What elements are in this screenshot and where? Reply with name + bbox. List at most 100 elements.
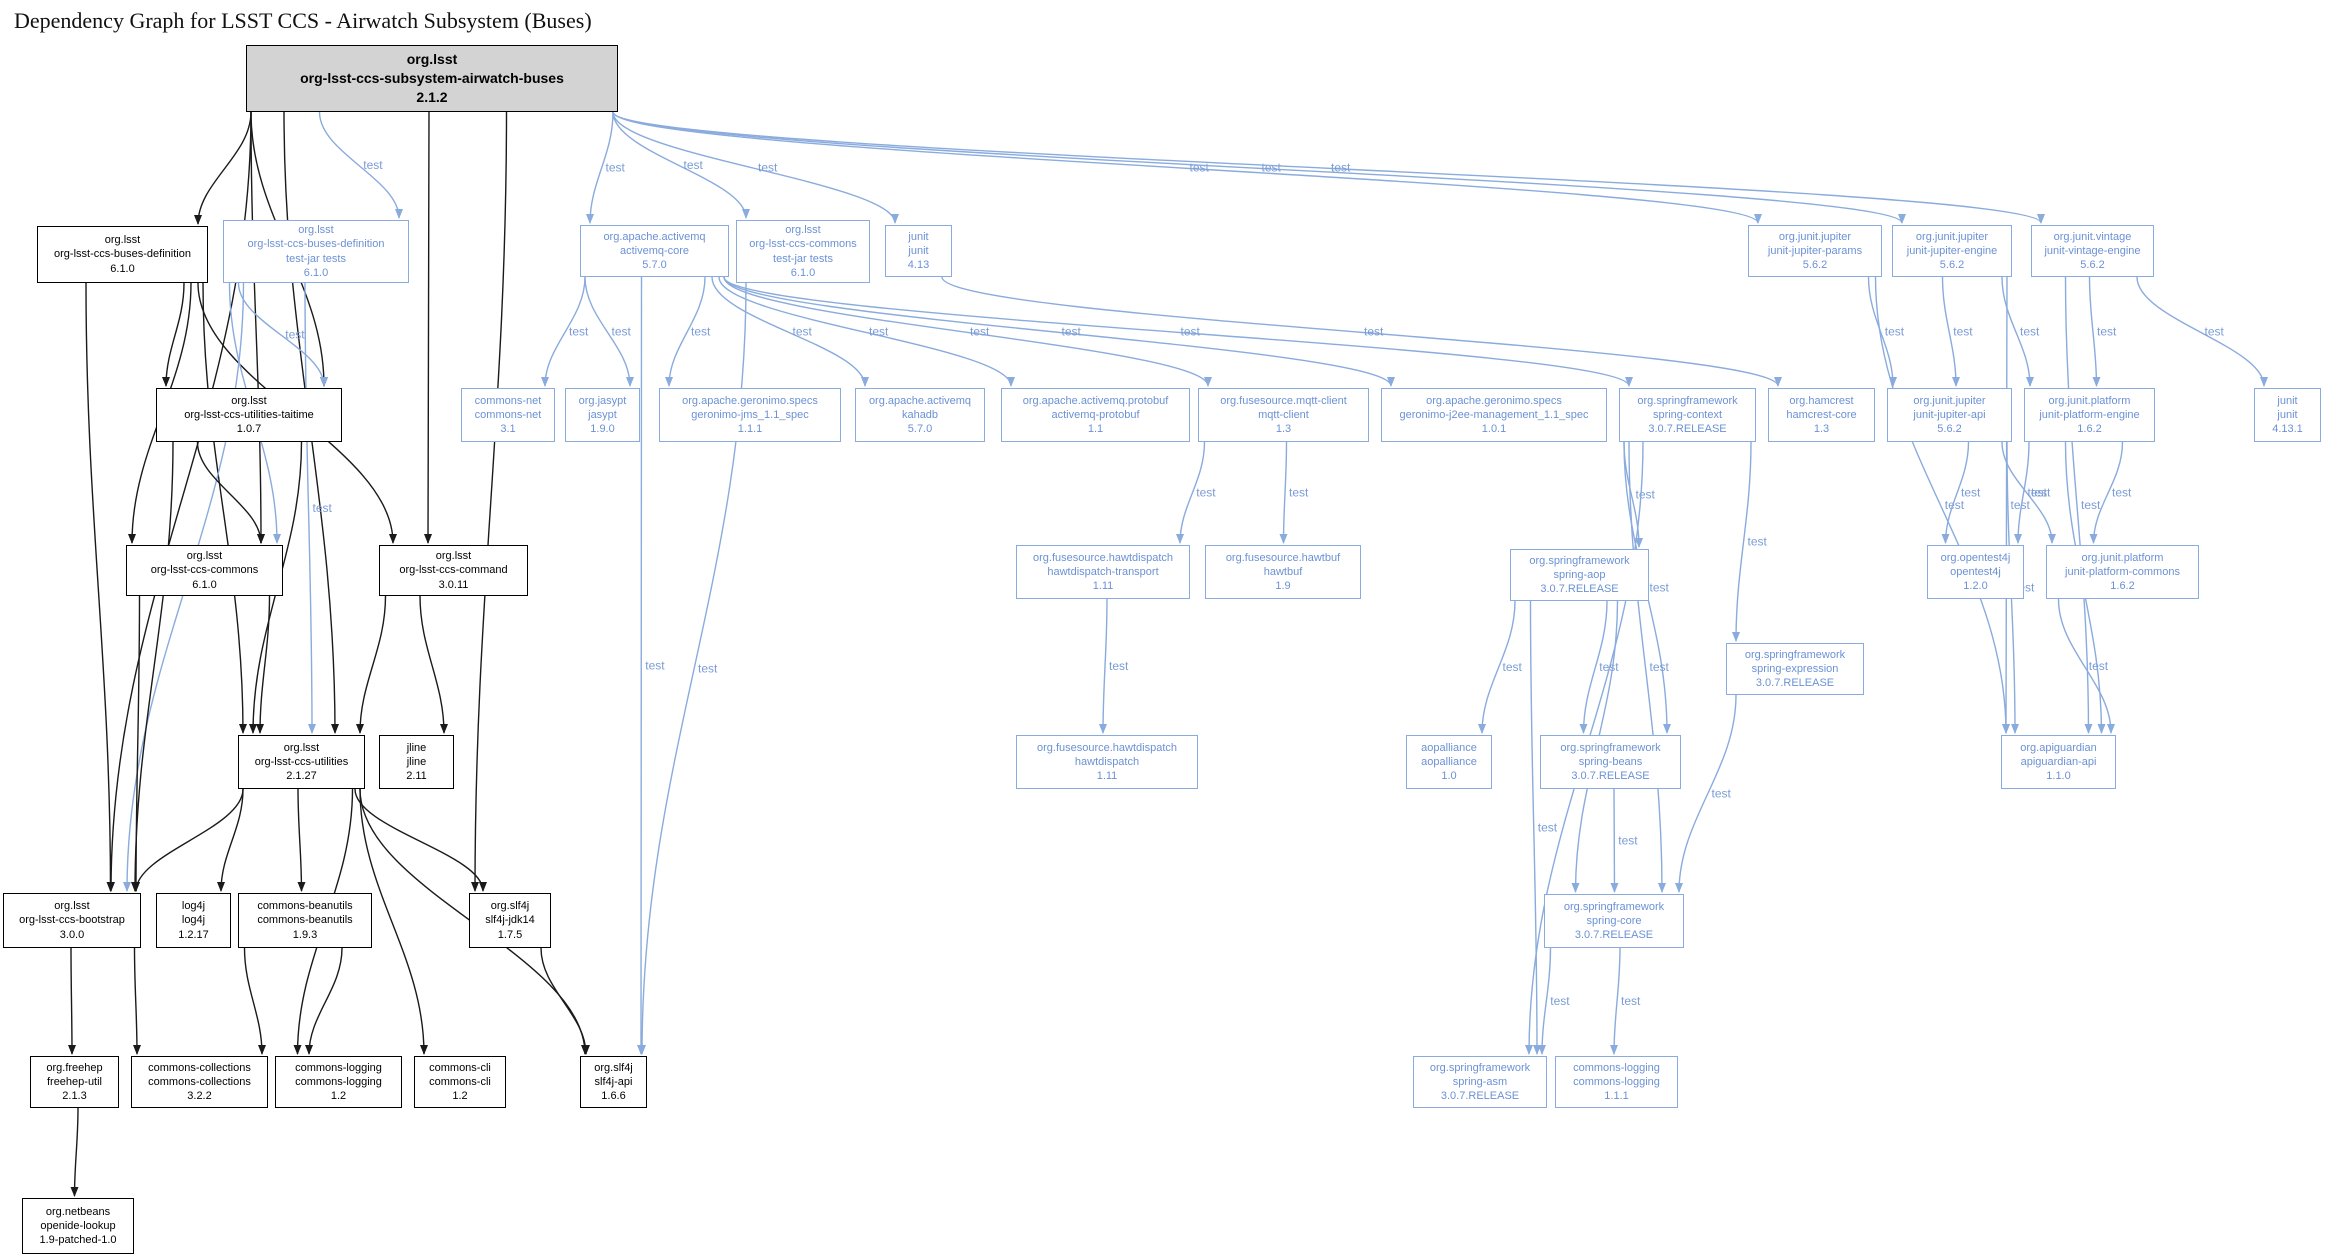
edge-label-test: test xyxy=(1109,659,1129,673)
edge-root-to-vintage_engine xyxy=(612,111,2045,224)
graph-title: Dependency Graph for LSST CCS - Airwatch… xyxy=(14,8,592,33)
edge-buses_definition_tests-to-utilities xyxy=(304,282,316,734)
edge-label-test: test xyxy=(1650,660,1670,674)
edge-beanutils-to-commons_logging_12 xyxy=(305,947,343,1055)
edge-activemq_core-to-slf4j_api xyxy=(637,276,646,1055)
edge-label-test: test xyxy=(1538,820,1558,834)
edge-label-test: test xyxy=(1712,786,1732,800)
edge-buses_definition_tests-to-taitime xyxy=(237,282,328,387)
edge-label-test: test xyxy=(2205,324,2225,338)
edge-label-test: test xyxy=(1550,994,1570,1008)
edge-utilities-to-slf4j_api xyxy=(359,788,589,1055)
edge-activemq_core-to-geronimo_j2ee xyxy=(723,276,1395,387)
edge-activemq_core-to-commons_net xyxy=(541,276,586,387)
edge-ccs_commons-to-utilities xyxy=(256,595,271,734)
edge-spring_context-to-spring_asm xyxy=(1525,441,1644,1055)
edge-activemq_core-to-spring_context xyxy=(723,276,1633,387)
edge-platform_engine-to-platform_commons xyxy=(2089,441,2124,544)
edge-root-to-bootstrap xyxy=(107,111,252,892)
edge-label-test: test xyxy=(2020,324,2040,338)
edge-utilities-to-beanutils xyxy=(297,788,306,892)
edge-label-test: test xyxy=(1503,660,1523,674)
edge-label-test: test xyxy=(1618,833,1638,847)
edge-jupiter_params-to-apiguardian xyxy=(1874,276,2010,734)
edge-root-to-junit_413 xyxy=(612,111,899,224)
edge-mqtt_client-to-hawtbuf xyxy=(1279,441,1288,544)
edge-label-test: test xyxy=(2031,485,2051,499)
edge-label-test: test xyxy=(645,658,665,672)
edge-activemq_core-to-activemq_protobuf xyxy=(718,276,1015,387)
edge-ccs_command-to-jline xyxy=(419,595,448,734)
edge-label-test: test xyxy=(1289,485,1309,499)
edge-activemq_core-to-geronimo_jms xyxy=(665,276,706,387)
edge-label-test: test xyxy=(1364,324,1384,338)
edge-buses_definition-to-bootstrap xyxy=(85,282,115,892)
edge-spring_beans-to-spring_core xyxy=(1610,788,1619,893)
edge-label-test: test xyxy=(1961,485,1981,499)
edge-label-test: test xyxy=(2011,498,2031,512)
edge-label-test: test xyxy=(1599,660,1619,674)
edge-utilities-to-commons_cli xyxy=(359,788,428,1055)
edge-mqtt_client-to-hawt_transport xyxy=(1176,441,1206,544)
edge-jupiter_engine-to-jupiter_api xyxy=(1941,276,1960,387)
edge-label-test: test xyxy=(970,324,990,338)
edge-label-test: test xyxy=(691,324,711,338)
edge-root-to-buses_definition xyxy=(194,111,252,225)
edge-platform_engine-to-opentest4j xyxy=(2014,441,2030,544)
edge-label-test: test xyxy=(1748,534,1768,548)
edge-root-to-commons_tests xyxy=(612,111,750,219)
edge-label-test: test xyxy=(313,501,333,515)
edge-taitime-to-bootstrap xyxy=(131,441,174,892)
edge-root-to-ccs_command xyxy=(424,111,433,544)
edge-spring_core-to-spring_asm xyxy=(1538,947,1552,1055)
edge-utilities-to-log4j xyxy=(217,788,244,892)
edge-label-test: test xyxy=(612,324,632,338)
edge-label-test: test xyxy=(363,158,383,172)
edge-label-test: test xyxy=(2089,659,2109,673)
edge-label-test: test xyxy=(1621,994,1641,1008)
edge-platform_commons-to-apiguardian xyxy=(2057,598,2115,734)
edge-root-to-taitime xyxy=(250,111,328,387)
edge-spring_aop-to-spring_asm xyxy=(1529,600,1541,1055)
edge-label-test: test xyxy=(869,324,889,338)
edge-label-test: test xyxy=(2112,485,2132,499)
edge-label-test: test xyxy=(1062,324,1082,338)
edge-taitime-to-ccs_commons xyxy=(196,441,265,544)
edge-vintage_engine-to-apiguardian xyxy=(2064,276,2093,734)
edge-label-test: test xyxy=(569,324,589,338)
edge-root-to-jupiter_engine xyxy=(612,111,1906,224)
edge-label-test: test xyxy=(1953,324,1973,338)
edge-label-test: test xyxy=(2028,485,2048,499)
edge-spring_expression-to-spring_core xyxy=(1675,694,1737,893)
edge-freehep-to-openide xyxy=(70,1107,79,1197)
edge-jupiter_api-to-opentest4j xyxy=(1941,441,1970,544)
edge-buses_definition_tests-to-bootstrap xyxy=(123,282,245,892)
edge-jupiter_engine-to-apiguardian xyxy=(2002,276,2011,734)
edge-root-to-jupiter_params xyxy=(612,111,1762,224)
edge-label-test: test xyxy=(1601,739,1621,753)
edge-utilities-to-bootstrap xyxy=(132,788,244,892)
edge-spring_context-to-spring_core xyxy=(1628,441,1666,893)
edge-root-to-activemq_core xyxy=(586,111,614,224)
edge-label-test: test xyxy=(1262,160,1282,174)
edge-vintage_engine-to-junit_4131 xyxy=(2136,276,2268,387)
edge-spring_aop-to-spring_beans xyxy=(1579,600,1608,734)
edge-label-test: test xyxy=(1181,324,1201,338)
edge-activemq_core-to-kahadb xyxy=(711,276,869,387)
edge-spring_core-to-commons_logging_111 xyxy=(1610,947,1621,1055)
edge-beanutils-to-commons_collections xyxy=(243,947,266,1055)
edge-activemq_core-to-jasypt xyxy=(584,276,634,387)
edge-jupiter_engine-to-platform_engine xyxy=(2001,276,2034,387)
edge-ccs_command-to-utilities xyxy=(356,595,387,734)
edge-hawt_transport-to-hawtdispatch xyxy=(1099,598,1108,734)
edge-label-test: test xyxy=(2015,580,2035,594)
edge-label-test: test xyxy=(2081,498,2101,512)
edge-utilities-to-slf4j_jdk14 xyxy=(354,788,487,892)
edge-root-to-slf4j_jdk14 xyxy=(471,111,508,892)
edge-label-test: test xyxy=(684,158,704,172)
edge-label-test: test xyxy=(1636,487,1656,501)
edge-label-test: test xyxy=(606,160,626,174)
edge-spring_context-to-spring_expression xyxy=(1732,441,1752,642)
edge-label-test: test xyxy=(189,580,209,594)
edge-slf4j_jdk14-to-slf4j_api xyxy=(540,947,590,1055)
